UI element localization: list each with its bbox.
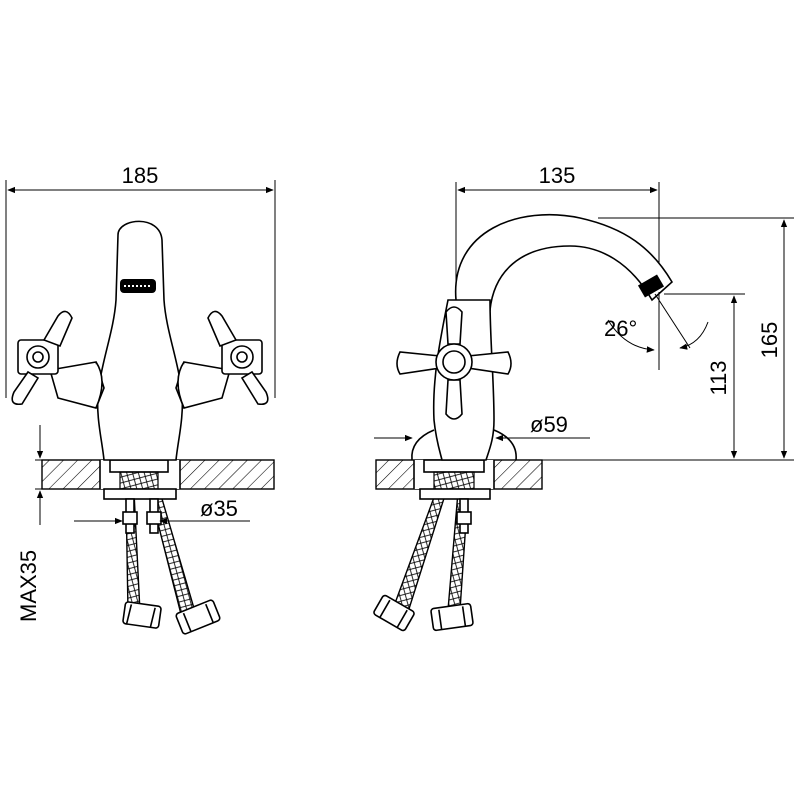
shank-diameter-label: ø35 (200, 496, 238, 521)
max-thickness-dimension: MAX35 (16, 425, 100, 622)
right-cross-handle (207, 310, 269, 406)
spout-angle-label: 26° (604, 316, 637, 341)
front-width-label: 185 (122, 163, 159, 188)
front-view: 185 (5, 163, 276, 635)
side-width-label: 135 (539, 163, 576, 188)
front-mounting-shank (103, 459, 177, 534)
spout-height-label: 113 (706, 360, 731, 395)
side-faucet-body (411, 299, 517, 461)
shank-diameter-dimension: ø35 (74, 496, 250, 525)
side-view: 135 (373, 163, 794, 632)
front-faucet-body (48, 220, 232, 461)
side-aerator-icon (637, 274, 665, 298)
base-diameter-dimension: ø59 (374, 412, 590, 442)
side-cross-handle (396, 306, 512, 420)
side-mounting-shank (419, 459, 491, 534)
height-dimensions: 113 165 (542, 217, 794, 461)
max-thickness-label: MAX35 (16, 550, 41, 622)
total-height-label: 165 (757, 322, 782, 359)
base-diameter-label: ø59 (530, 412, 568, 437)
front-width-dimension: 185 (5, 163, 276, 398)
spout-angle-dimension: 26° (604, 292, 709, 353)
side-spout (454, 214, 674, 312)
front-hoses (122, 491, 221, 635)
left-cross-handle (11, 310, 73, 406)
